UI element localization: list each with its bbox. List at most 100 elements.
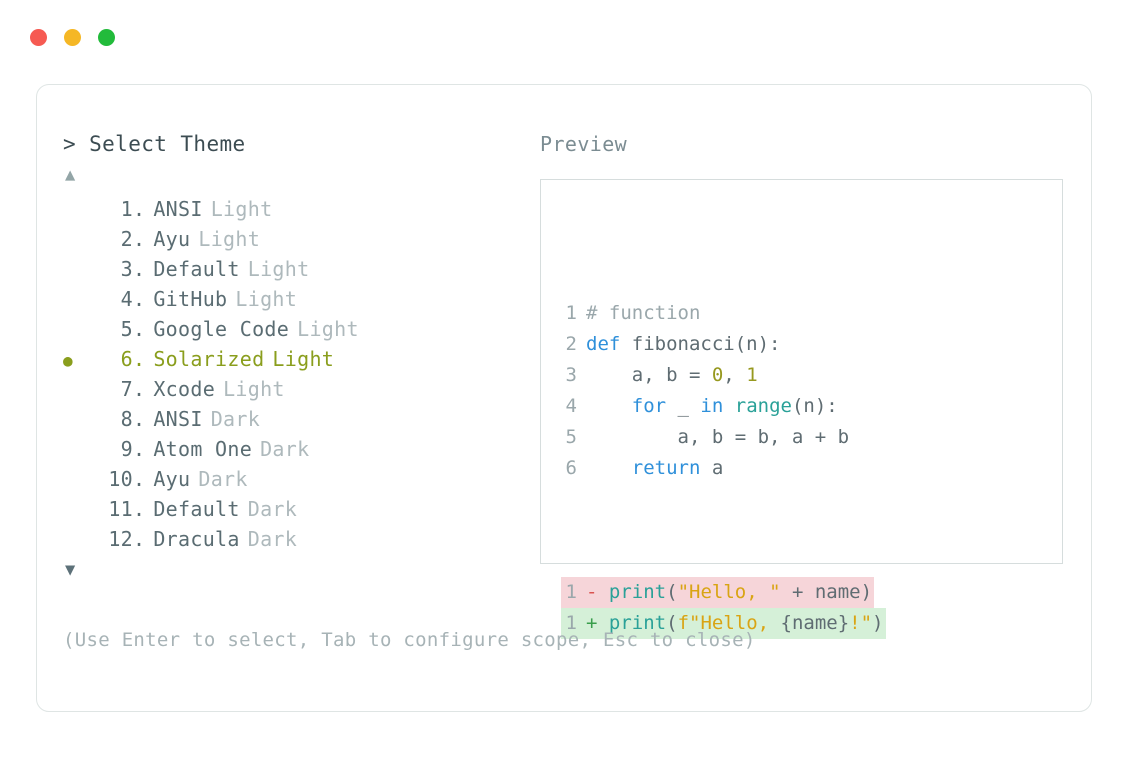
code-token-kw: def: [586, 333, 621, 355]
code-token-punct: ): [872, 612, 884, 634]
code-token-num: 1: [746, 364, 758, 386]
theme-list-item[interactable]: ● 1. ANSI Light: [63, 194, 533, 224]
code-token-plain: a, b = b, a + b: [586, 426, 850, 448]
minimize-window-button[interactable]: [64, 29, 81, 46]
theme-item-variant: Light: [247, 257, 310, 281]
maximize-window-button[interactable]: [98, 29, 115, 46]
theme-item-separator: .: [133, 437, 146, 461]
diff-row: 1- print("Hello, " + name): [561, 577, 1062, 608]
diff-marker-space: [597, 581, 608, 603]
code-token-plain: ,: [723, 364, 747, 386]
help-text: (Use Enter to select, Tab to configure s…: [63, 629, 756, 651]
theme-item-name: Ayu: [153, 227, 191, 251]
theme-item-number: 3: [120, 257, 133, 281]
code-token-builtin: print: [608, 581, 667, 603]
theme-item-number: 9: [120, 437, 133, 461]
scroll-up-icon[interactable]: ▲: [65, 165, 76, 185]
theme-item-number: 12: [108, 527, 133, 551]
diff-marker-del: -: [586, 581, 598, 603]
diff-marker-add: +: [586, 612, 598, 634]
theme-item-name: Dracula: [153, 527, 240, 551]
code-token-plain: a, b =: [586, 364, 712, 386]
preview-label: Preview: [540, 132, 628, 156]
code-token-num: 0: [711, 364, 724, 386]
code-token-kw: for: [631, 395, 667, 417]
selected-bullet-icon: ●: [63, 376, 89, 406]
theme-item-separator: .: [133, 377, 146, 401]
selected-bullet-icon: ●: [63, 256, 89, 286]
theme-item-variant: Dark: [260, 437, 310, 461]
selected-bullet-icon: ●: [63, 196, 89, 226]
code-token-builtin: print: [608, 612, 667, 634]
code-line: 6 return a: [561, 453, 1062, 484]
diff-row: 1+ print(f"Hello, {name}!"): [561, 608, 1062, 639]
line-number: 4: [565, 395, 577, 417]
theme-item-name: ANSI: [153, 197, 203, 221]
code-token-plain: a: [700, 457, 724, 479]
theme-item-number: 1: [120, 197, 133, 221]
theme-item-variant: Light: [297, 317, 359, 341]
code-token-punct: (n):: [791, 395, 838, 417]
line-number: 1: [565, 302, 577, 324]
code-line: 1 # function: [561, 298, 1062, 329]
diff-lines: 1- print("Hello, " + name)1+ print(f"Hel…: [561, 577, 1062, 639]
theme-picker-card: > Select Theme ▲ ●1.ANSILight●2.AyuLight…: [36, 84, 1092, 712]
theme-item-separator: .: [133, 227, 146, 251]
code-token-punct: (: [666, 581, 678, 603]
code-token-punct: (n):: [734, 333, 781, 355]
line-number: 2: [565, 333, 577, 355]
code-token-plain: [586, 457, 632, 479]
diff-line-del: 1- print("Hello, " + name): [561, 577, 875, 608]
theme-item-separator: .: [133, 257, 146, 281]
code-line: 3 a, b = 0, 1: [561, 360, 1062, 391]
theme-item-number: 11: [108, 497, 133, 521]
theme-item-name: ANSI: [153, 407, 203, 431]
selected-bullet-icon: ●: [63, 436, 89, 466]
code-token-punct: ): [860, 581, 873, 603]
theme-item-variant: Dark: [210, 407, 261, 431]
scroll-down-icon[interactable]: ▼: [65, 560, 76, 580]
theme-item-variant: Light: [272, 347, 335, 371]
selected-bullet-icon: ●: [63, 226, 89, 256]
selected-bullet-icon: ●: [63, 496, 89, 526]
theme-item-name: Default: [153, 257, 240, 281]
theme-item-name: Atom One: [153, 437, 253, 461]
page-title: > Select Theme: [63, 132, 246, 156]
selected-bullet-icon: ●: [63, 351, 73, 370]
theme-item-name: Default: [153, 497, 240, 521]
theme-item-name: Solarized: [153, 347, 265, 371]
theme-item-variant: Light: [210, 197, 273, 221]
code-token-punct: (: [666, 612, 678, 634]
window-controls: [30, 29, 115, 46]
theme-item-name: Xcode: [153, 377, 216, 401]
code-token-plain: [723, 395, 734, 417]
theme-list: ●1.ANSILight●2.AyuLight●3.DefaultLight●4…: [63, 194, 533, 554]
code-token-plain: {name}: [780, 612, 850, 634]
theme-list-item[interactable]: ● 9. Atom One Dark: [63, 434, 533, 464]
code-token-plain: _: [666, 395, 701, 417]
theme-list-pane: > Select Theme ▲ ●1.ANSILight●2.AyuLight…: [63, 131, 533, 582]
theme-item-number: 7: [120, 377, 133, 401]
theme-item-variant: Light: [198, 227, 261, 251]
code-token-comment: # function: [586, 302, 701, 324]
theme-item-separator: .: [133, 197, 146, 221]
theme-item-name: Google Code: [153, 317, 290, 341]
line-number: 5: [565, 426, 577, 448]
theme-list-item[interactable]: ● 3. Default Light: [63, 254, 533, 284]
theme-item-variant: Dark: [198, 467, 248, 491]
close-window-button[interactable]: [30, 29, 47, 46]
theme-item-separator: .: [133, 467, 146, 491]
code-line: 4 for _ in range(n):: [561, 391, 1062, 422]
